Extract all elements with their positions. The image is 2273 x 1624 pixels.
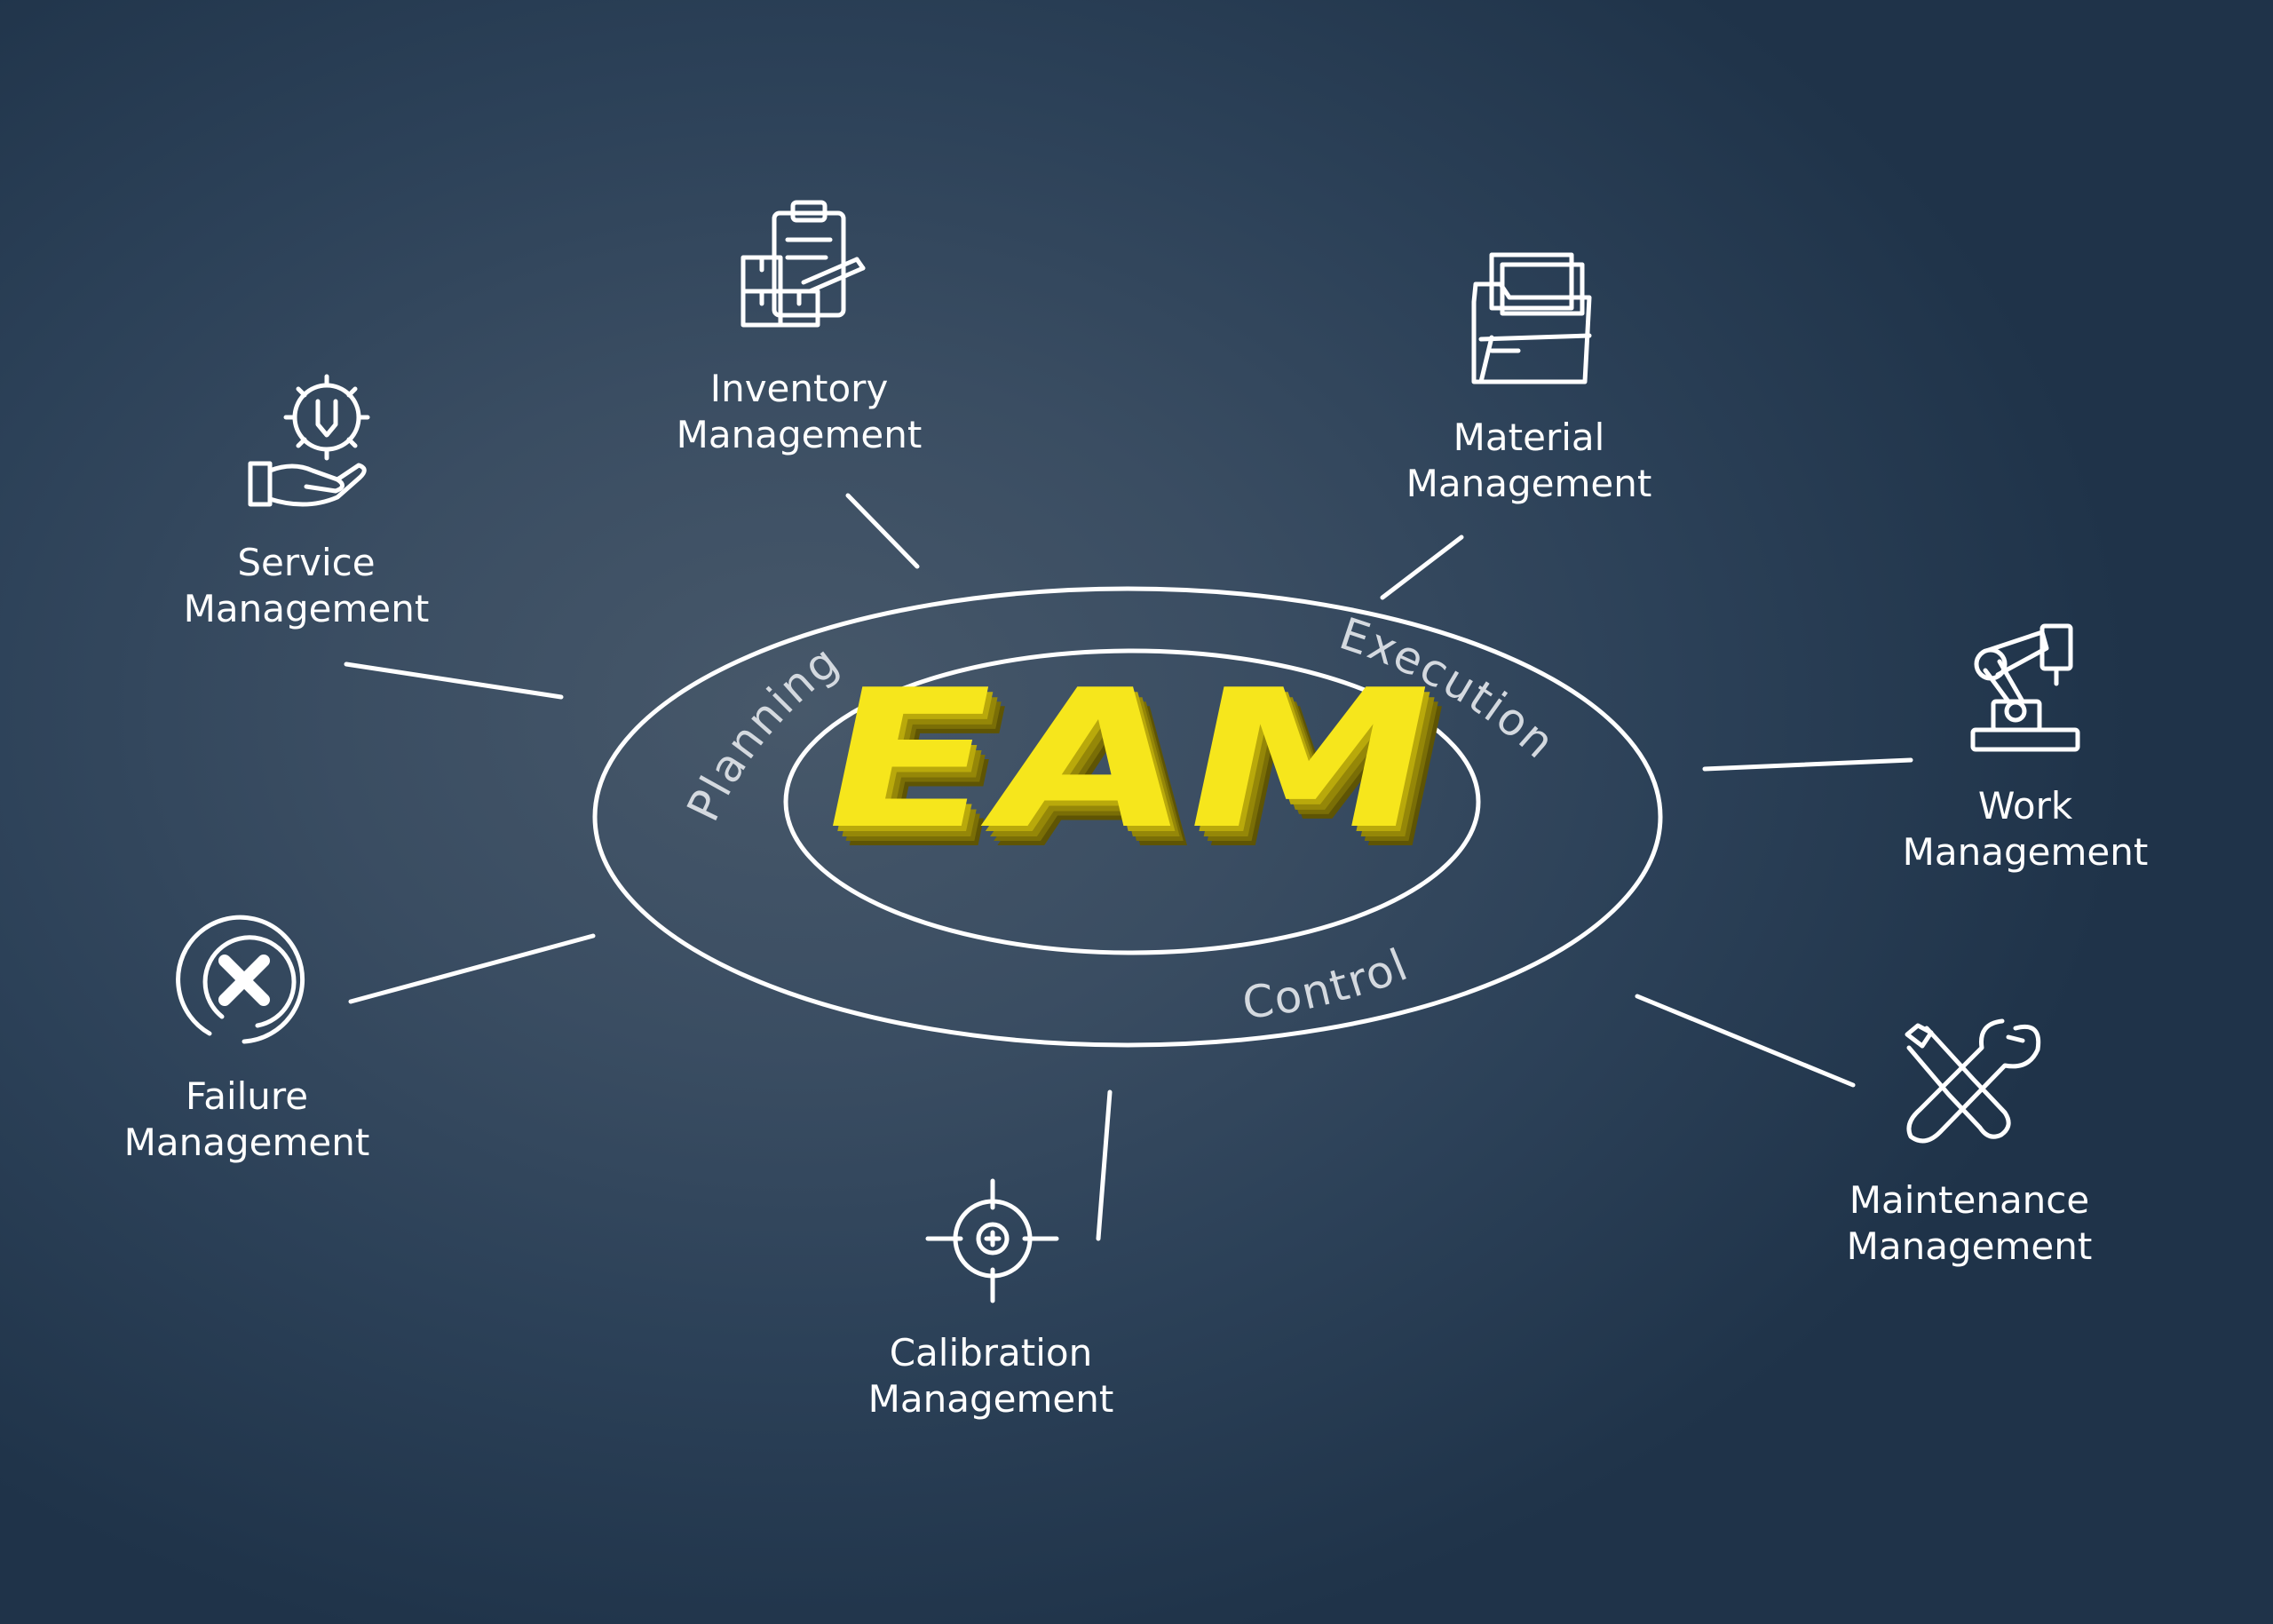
connector-service bbox=[344, 661, 564, 700]
label-material-line2: Management bbox=[1406, 462, 1652, 505]
folder-documents-icon bbox=[1471, 252, 1592, 384]
eam-title-depth-2: EAM bbox=[813, 665, 1469, 887]
label-inventory-line2: Management bbox=[676, 413, 923, 456]
label-inventory-line1: Inventory bbox=[709, 367, 889, 410]
eam-title-depth-1: EAM bbox=[817, 669, 1472, 891]
label-material-line1: Material bbox=[1453, 416, 1605, 459]
connector-calibration bbox=[1096, 1089, 1113, 1241]
connector-maintenance bbox=[1635, 994, 1856, 1088]
label-work-line2: Management bbox=[1902, 830, 2149, 874]
outer-ring bbox=[592, 586, 1663, 1048]
eam-title-face: EAM bbox=[800, 650, 1455, 872]
inventory-clipboard-boxes-icon bbox=[741, 200, 866, 328]
label-calibration-line1: Calibration bbox=[889, 1331, 1093, 1374]
label-calibration: Calibration Management bbox=[868, 1330, 1114, 1422]
inner-ring bbox=[783, 648, 1481, 955]
label-service-line1: Service bbox=[237, 541, 376, 584]
label-maintenance-line2: Management bbox=[1846, 1224, 2093, 1268]
label-failure-line1: Failure bbox=[185, 1074, 309, 1118]
eam-title: EAM EAM EAM EAM EAM bbox=[800, 650, 1472, 891]
robot-arm-icon bbox=[1970, 623, 2080, 752]
label-inventory: Inventory Management bbox=[677, 366, 923, 458]
label-calibration-line2: Management bbox=[867, 1377, 1114, 1421]
label-service-line2: Management bbox=[183, 587, 430, 630]
label-material: Material Management bbox=[1406, 415, 1652, 507]
label-work-line1: Work bbox=[1977, 784, 2073, 828]
eam-title-depth-4: EAM bbox=[805, 655, 1461, 877]
connector-work bbox=[1702, 757, 1913, 772]
connector-inventory bbox=[845, 493, 920, 569]
label-failure-line2: Management bbox=[123, 1121, 370, 1164]
label-service: Service Management bbox=[184, 540, 430, 632]
crosshair-target-icon bbox=[925, 1178, 1059, 1303]
wrench-screwdriver-icon bbox=[1905, 1018, 2041, 1144]
x-circle-icon bbox=[176, 915, 305, 1044]
label-work: Work Management bbox=[1903, 783, 2149, 875]
connector-failure bbox=[348, 933, 596, 1004]
connector-material bbox=[1380, 535, 1464, 600]
label-maintenance: Maintenance Management bbox=[1847, 1177, 2093, 1270]
gear-wrench-hand-icon bbox=[248, 374, 370, 507]
label-failure: Failure Management bbox=[124, 1073, 370, 1166]
label-maintenance-line1: Maintenance bbox=[1849, 1178, 2090, 1222]
eam-title-depth-3: EAM bbox=[810, 661, 1465, 883]
